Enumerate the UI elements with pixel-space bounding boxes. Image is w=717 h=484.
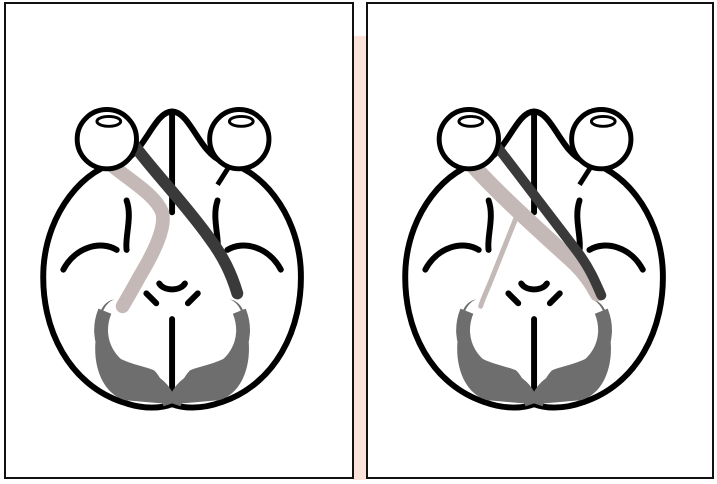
brain-diagram-panel-left xyxy=(4,2,354,479)
eye-left xyxy=(439,110,498,169)
brain-diagram-panel-right xyxy=(366,2,714,479)
optic-tract-light xyxy=(107,161,163,306)
eye-left xyxy=(77,110,136,169)
brain-diagram-left xyxy=(6,4,352,477)
panel-divider xyxy=(353,36,366,480)
eye-right xyxy=(210,110,269,169)
brain-diagram-right xyxy=(368,4,712,477)
eye-right xyxy=(572,110,631,169)
